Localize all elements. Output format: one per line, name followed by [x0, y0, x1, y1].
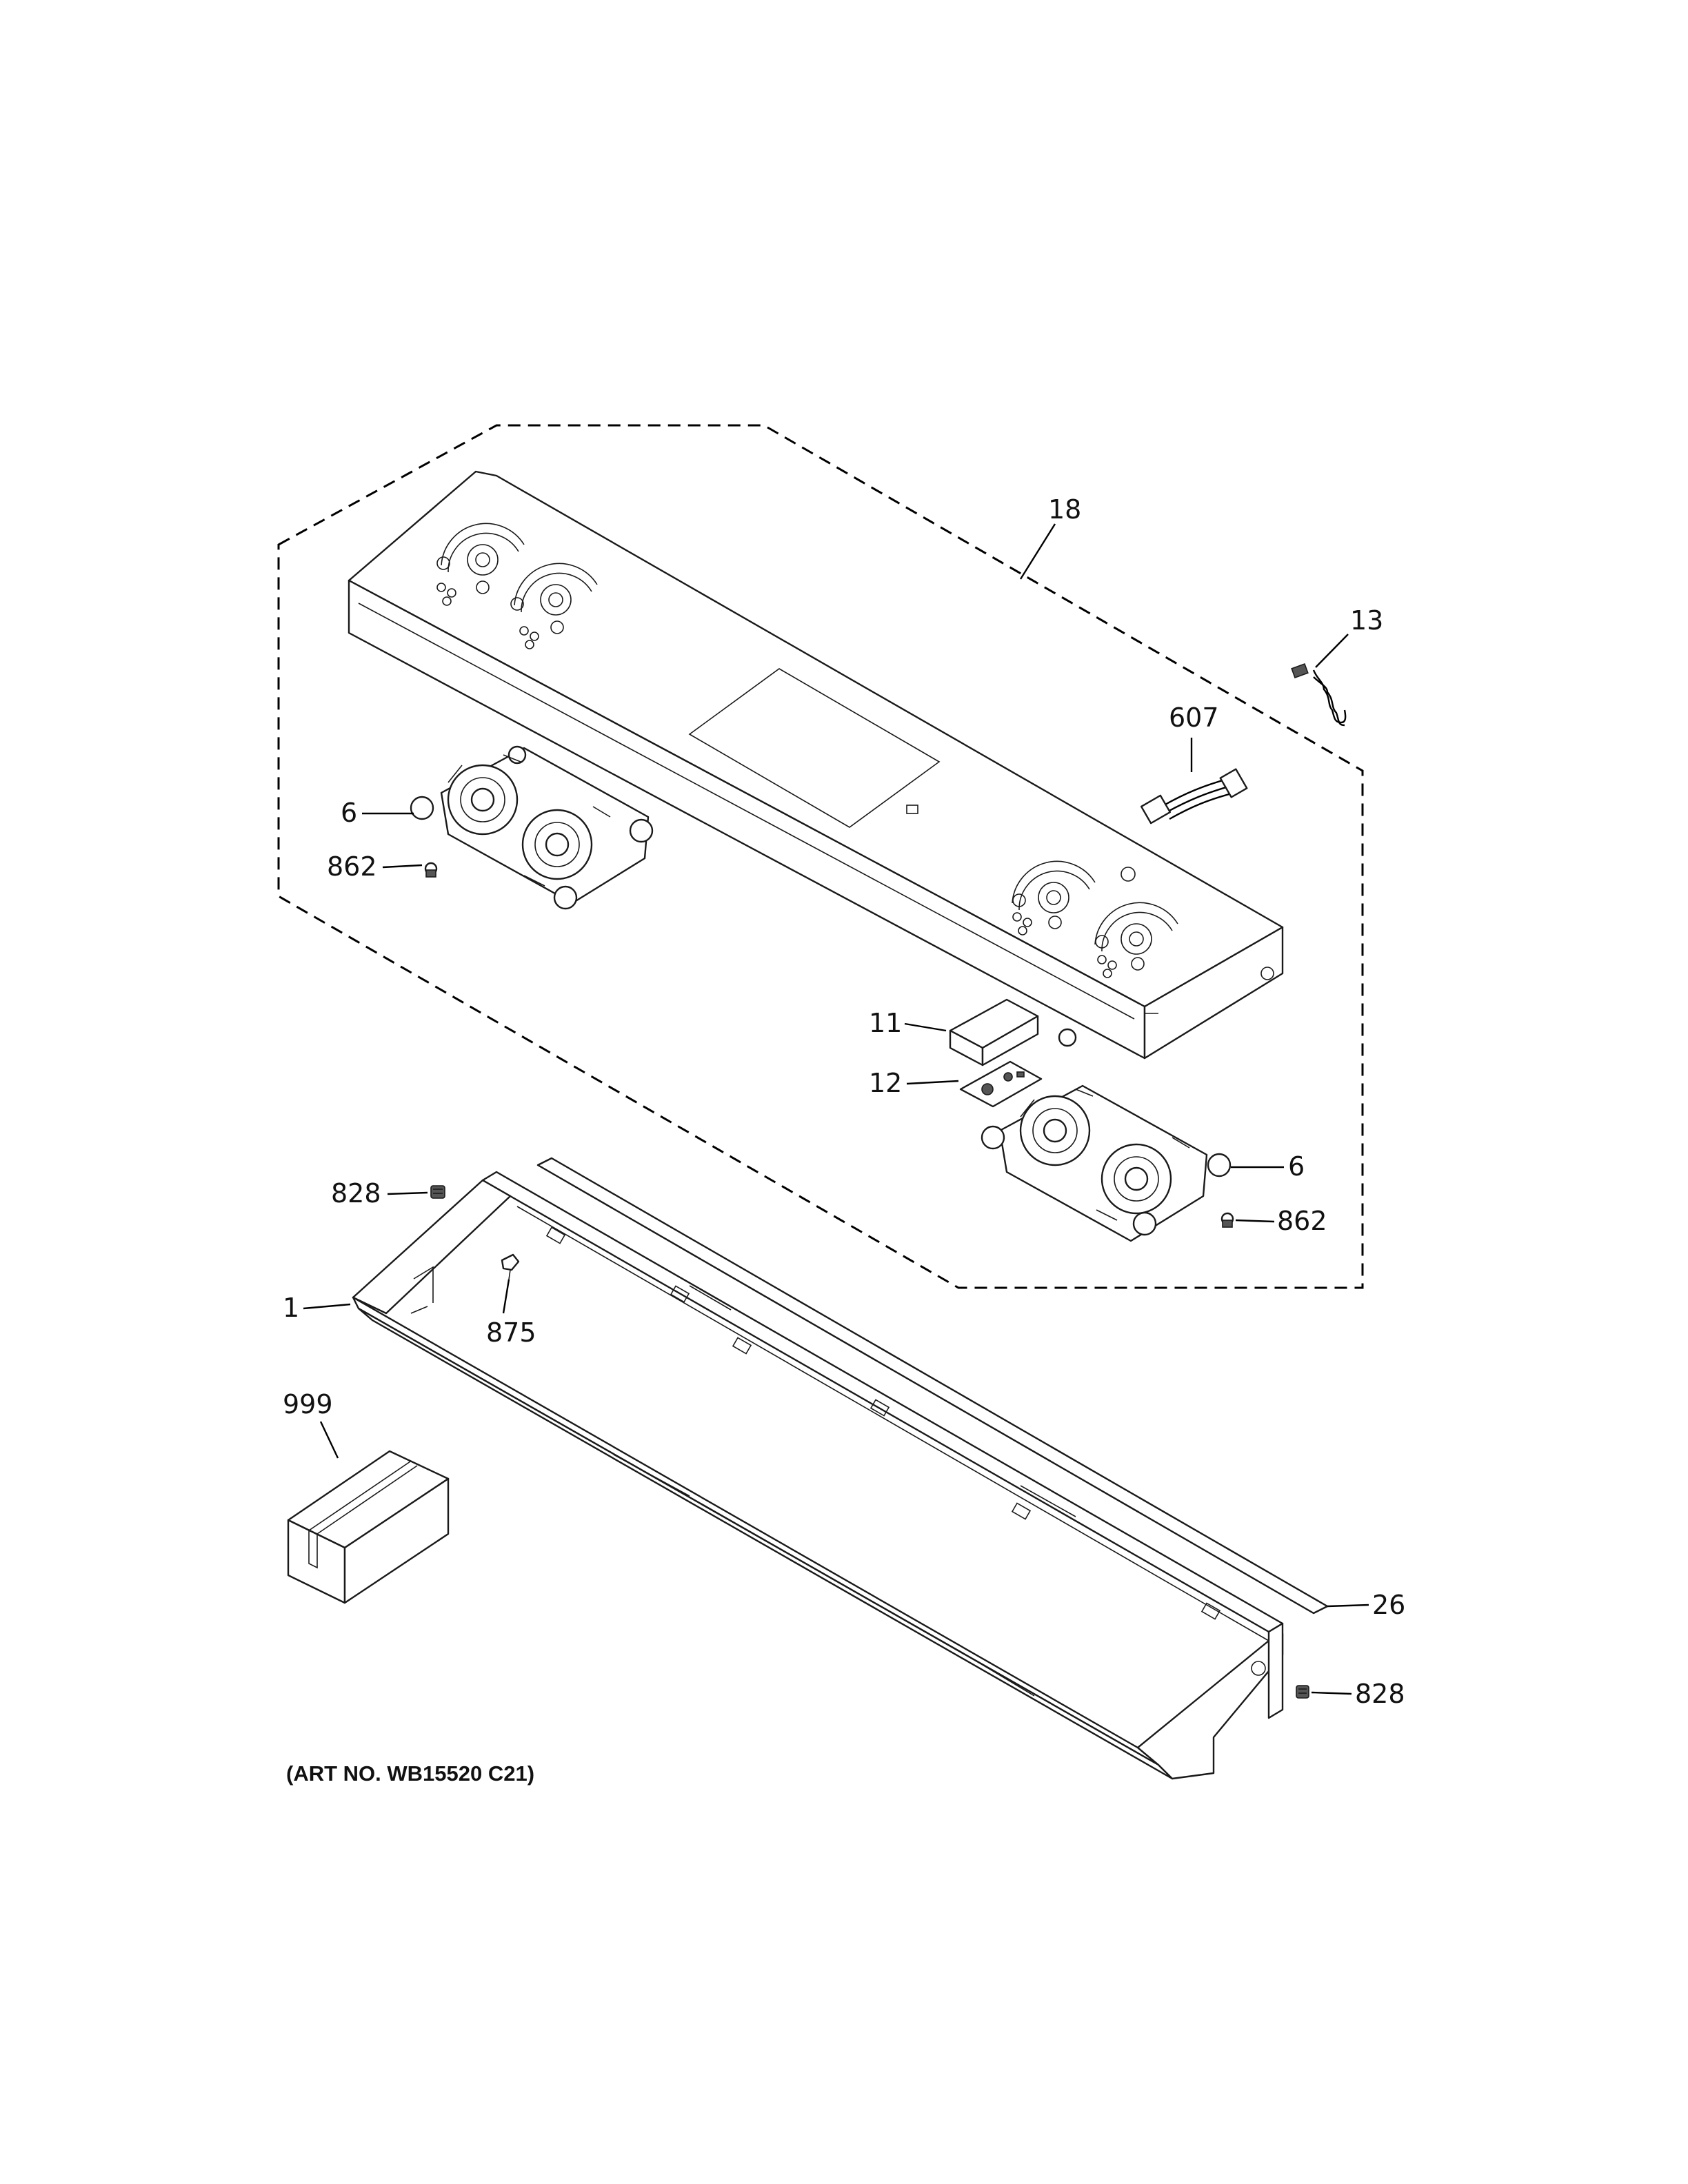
knob-graphic-right	[1012, 860, 1178, 978]
screw-862-right	[1220, 1212, 1234, 1228]
wire-harness-607	[1140, 768, 1248, 825]
board-cover-11	[949, 998, 1039, 1066]
callout-11: 11	[869, 1008, 902, 1038]
callout-1: 1	[283, 1293, 299, 1323]
display-window	[688, 668, 941, 828]
knob-graphic-left	[436, 523, 598, 649]
callout-862-right: 862	[1277, 1206, 1327, 1236]
screw-862-left	[424, 862, 438, 878]
knob-housing-upper	[410, 745, 654, 910]
callout-13: 13	[1350, 605, 1383, 636]
control-panel	[348, 470, 1284, 1060]
knob-housing-lower	[981, 1028, 1232, 1242]
control-frame-1	[352, 1171, 1284, 1780]
circuit-board-12	[959, 1060, 1043, 1108]
callout-828-lower: 828	[1355, 1679, 1405, 1709]
assembly-boundary	[277, 424, 1364, 1289]
callout-999: 999	[283, 1389, 333, 1419]
callout-6-lower: 6	[1288, 1151, 1305, 1182]
callout-828-upper: 828	[331, 1178, 381, 1209]
callout-12: 12	[869, 1068, 902, 1098]
wire-harness-13	[1291, 663, 1347, 727]
art-number: (ART NO. WB15520 C21)	[286, 1761, 534, 1786]
callout-607: 607	[1169, 702, 1219, 733]
literature-box-999	[287, 1450, 450, 1604]
gasket-strip-26	[536, 1157, 1329, 1615]
screw-875	[501, 1253, 520, 1280]
screw-828-upper	[430, 1185, 445, 1199]
screw-828-lower	[1296, 1685, 1309, 1699]
callout-26: 26	[1372, 1590, 1405, 1620]
callout-18: 18	[1048, 494, 1081, 525]
callout-862-left: 862	[327, 851, 377, 882]
callout-875: 875	[486, 1317, 536, 1348]
callout-labels: 18 13 607 6 862 11 12 6 862 828 1 875 99…	[283, 494, 1405, 1709]
callout-6-upper: 6	[341, 798, 357, 828]
leader-lines	[303, 523, 1369, 1695]
